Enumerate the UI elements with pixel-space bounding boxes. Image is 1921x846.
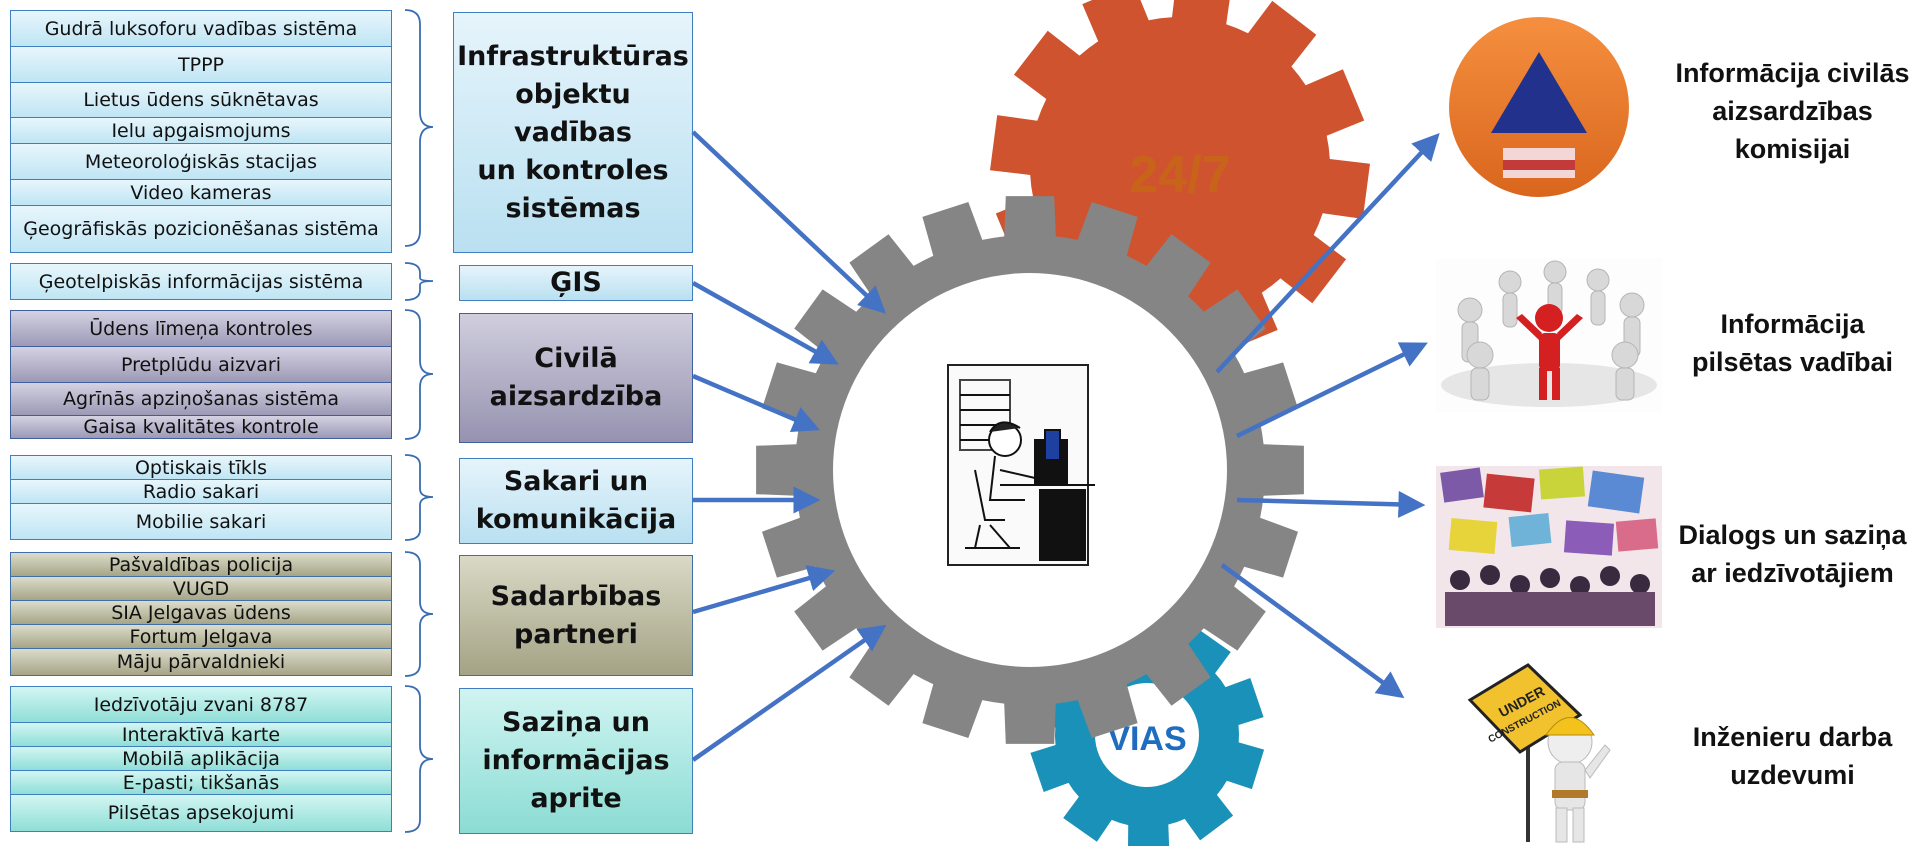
list-item: Optiskais tīkls bbox=[10, 455, 392, 480]
output-line: ar iedzīvotājiem bbox=[1691, 558, 1894, 588]
list-item: Lietus ūdens sūknētavas bbox=[10, 82, 392, 118]
list-item: Pašvaldības policija bbox=[10, 552, 392, 577]
arrow bbox=[1236, 490, 1426, 518]
output-civil-defense-text: Informācija civilās aizsardzības komisij… bbox=[1664, 54, 1921, 168]
category-line: Civilā bbox=[534, 343, 618, 374]
category-infrastructure: Infrastruktūras objektu vadības un kontr… bbox=[453, 12, 693, 253]
list-item: Interaktīvā karte bbox=[10, 722, 392, 747]
list-item: Gudrā luksoforu vadības sistēma bbox=[10, 10, 392, 47]
category-line: sistēmas bbox=[505, 192, 641, 224]
list-item: Agrīnās apziņošanas sistēma bbox=[10, 382, 392, 416]
brace bbox=[404, 685, 434, 833]
category-line: partneri bbox=[514, 618, 638, 650]
list-item: Video kameras bbox=[10, 179, 392, 206]
category-line: un kontroles bbox=[477, 154, 669, 186]
category-civil-defense: Civilā aizsardzība bbox=[459, 313, 693, 443]
output-line: uzdevumi bbox=[1730, 760, 1855, 790]
category-partners: Sadarbības partneri bbox=[459, 555, 693, 676]
output-dialog-text: Dialogs un saziņa ar iedzīvotājiem bbox=[1664, 516, 1921, 592]
list-item: Mobilā aplikācija bbox=[10, 746, 392, 771]
output-engineering-text: Inženieru darba uzdevumi bbox=[1664, 718, 1921, 794]
under-construction-icon: UNDER CONSTRUCTION bbox=[1467, 663, 1611, 843]
arrow bbox=[691, 130, 886, 314]
list-item: SIA Jelgavas ūdens bbox=[10, 600, 392, 625]
list-item: Pilsētas apsekojumi bbox=[10, 794, 392, 832]
list-item: Meteoroloģiskās stacijas bbox=[10, 143, 392, 180]
arrow bbox=[691, 281, 839, 365]
category-line: Infrastruktūras bbox=[457, 40, 689, 72]
list-item: Ūdens līmeņa kontroles bbox=[10, 310, 392, 347]
brace bbox=[404, 262, 434, 301]
group-partners-items: Pašvaldības policija VUGD SIA Jelgavas ū… bbox=[10, 552, 392, 676]
civil-defense-icon bbox=[1449, 17, 1629, 197]
category-line: informācijas bbox=[482, 745, 670, 776]
output-line: aizsardzības bbox=[1712, 96, 1873, 126]
list-item: Iedzīvotāju zvani 8787 bbox=[10, 686, 392, 723]
output-line: Informācija civilās bbox=[1675, 58, 1910, 88]
brace bbox=[404, 454, 434, 541]
category-line: ĢIS bbox=[550, 267, 602, 298]
category-line: Saziņa un bbox=[502, 707, 650, 738]
operator-workstation-icon bbox=[947, 364, 1095, 566]
output-line: Informācija bbox=[1720, 309, 1865, 339]
brace bbox=[404, 9, 434, 247]
group-info-items: Iedzīvotāju zvani 8787 Interaktīvā karte… bbox=[10, 686, 392, 832]
arrow bbox=[1215, 133, 1440, 374]
category-information-flow: Saziņa un informācijas aprite bbox=[459, 688, 693, 834]
output-city-management-text: Informācija pilsētas vadībai bbox=[1664, 305, 1921, 381]
people-circle-icon bbox=[1436, 258, 1662, 412]
brace bbox=[404, 551, 434, 677]
arrow bbox=[692, 373, 820, 432]
list-item: VUGD bbox=[10, 576, 392, 601]
list-item: Pretplūdu aizvari bbox=[10, 346, 392, 383]
category-line: aizsardzība bbox=[489, 381, 663, 412]
list-item: Māju pārvaldnieki bbox=[10, 648, 392, 676]
output-line: komisijai bbox=[1734, 134, 1851, 164]
output-line: Inženieru darba bbox=[1692, 722, 1893, 752]
list-item: Gaisa kvalitātes kontrole bbox=[10, 415, 392, 439]
arrow bbox=[692, 565, 836, 615]
arrow bbox=[1236, 342, 1428, 439]
output-line: pilsētas vadībai bbox=[1691, 347, 1894, 377]
category-line: Sadarbības bbox=[490, 580, 662, 612]
brace bbox=[404, 309, 434, 440]
arrow bbox=[691, 624, 887, 762]
category-line: objektu vadības bbox=[513, 78, 633, 148]
group-comms-items: Optiskais tīkls Radio sakari Mobilie sak… bbox=[10, 455, 392, 540]
gear-247-label: 24/7 bbox=[1129, 146, 1230, 204]
category-line: aprite bbox=[530, 783, 622, 814]
protest-crowd-icon bbox=[1436, 466, 1662, 628]
group-infrastructure-items: Gudrā luksoforu vadības sistēma TPPP Lie… bbox=[10, 10, 392, 253]
brace-group bbox=[404, 9, 434, 833]
list-item: Radio sakari bbox=[10, 479, 392, 504]
arrows-out bbox=[1215, 133, 1440, 699]
list-item: Ģeogrāfiskās pozicionēšanas sistēma bbox=[10, 205, 392, 253]
arrow bbox=[1220, 563, 1405, 699]
list-item: Mobilie sakari bbox=[10, 503, 392, 540]
category-communications: Sakari un komunikācija bbox=[459, 458, 693, 544]
list-item: Ģeotelpiskās informācijas sistēma bbox=[10, 263, 392, 300]
group-civil-items: Ūdens līmeņa kontroles Pretplūdu aizvari… bbox=[10, 310, 392, 439]
category-line: komunikācija bbox=[475, 504, 677, 535]
group-gis-items: Ģeotelpiskās informācijas sistēma bbox=[10, 263, 392, 300]
category-line: Sakari un bbox=[503, 466, 649, 497]
category-gis: ĢIS bbox=[459, 265, 693, 301]
arrows-in bbox=[691, 130, 887, 762]
output-line: Dialogs un saziņa bbox=[1678, 520, 1907, 550]
